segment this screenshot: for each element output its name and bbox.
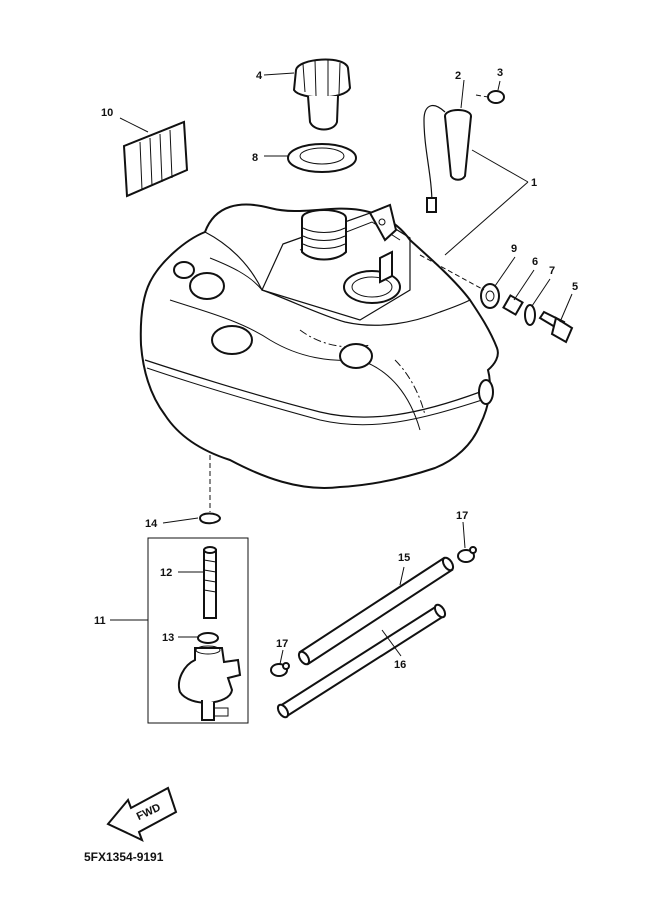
callout-17-lower: 17 (276, 638, 288, 650)
callout-15: 15 (398, 552, 410, 564)
callout-14: 14 (145, 518, 158, 530)
callout-7: 7 (549, 265, 555, 277)
hose-clamps-17 (270, 546, 477, 677)
callout-1: 1 (531, 177, 537, 189)
callout-17-upper: 17 (456, 510, 468, 522)
callout-3: 3 (497, 67, 503, 79)
callout-5: 5 (572, 281, 578, 293)
callout-13: 13 (162, 632, 174, 644)
callout-4: 4 (256, 70, 263, 82)
mounting-hardware (419, 254, 574, 344)
fwd-arrow-icon: FWD (106, 786, 178, 842)
fuel-hose-15 (297, 556, 455, 666)
fuel-cock-assembly (147, 455, 249, 724)
callout-8: 8 (252, 152, 258, 164)
callout-2: 2 (455, 70, 461, 82)
callout-10: 10 (101, 107, 113, 119)
clip-14 (198, 512, 222, 525)
callout-9: 9 (511, 243, 517, 255)
callout-numbers: 1 2 3 4 5 6 7 8 9 10 11 12 13 14 15 16 1… (94, 67, 578, 671)
fuel-gauge-sender (423, 104, 472, 213)
filler-cap (292, 58, 352, 131)
callout-11: 11 (94, 615, 106, 627)
callout-16: 16 (394, 659, 406, 671)
diagram-code: 5FX1354-9191 (84, 850, 164, 864)
grommet-3 (475, 90, 505, 104)
fuel-hose-16 (276, 603, 447, 719)
fuel-tank (139, 203, 499, 489)
leader-lines (110, 72, 573, 665)
cap-gasket (287, 143, 357, 173)
callout-12: 12 (160, 567, 172, 579)
sticker-label (122, 120, 189, 198)
callout-6: 6 (532, 256, 538, 268)
